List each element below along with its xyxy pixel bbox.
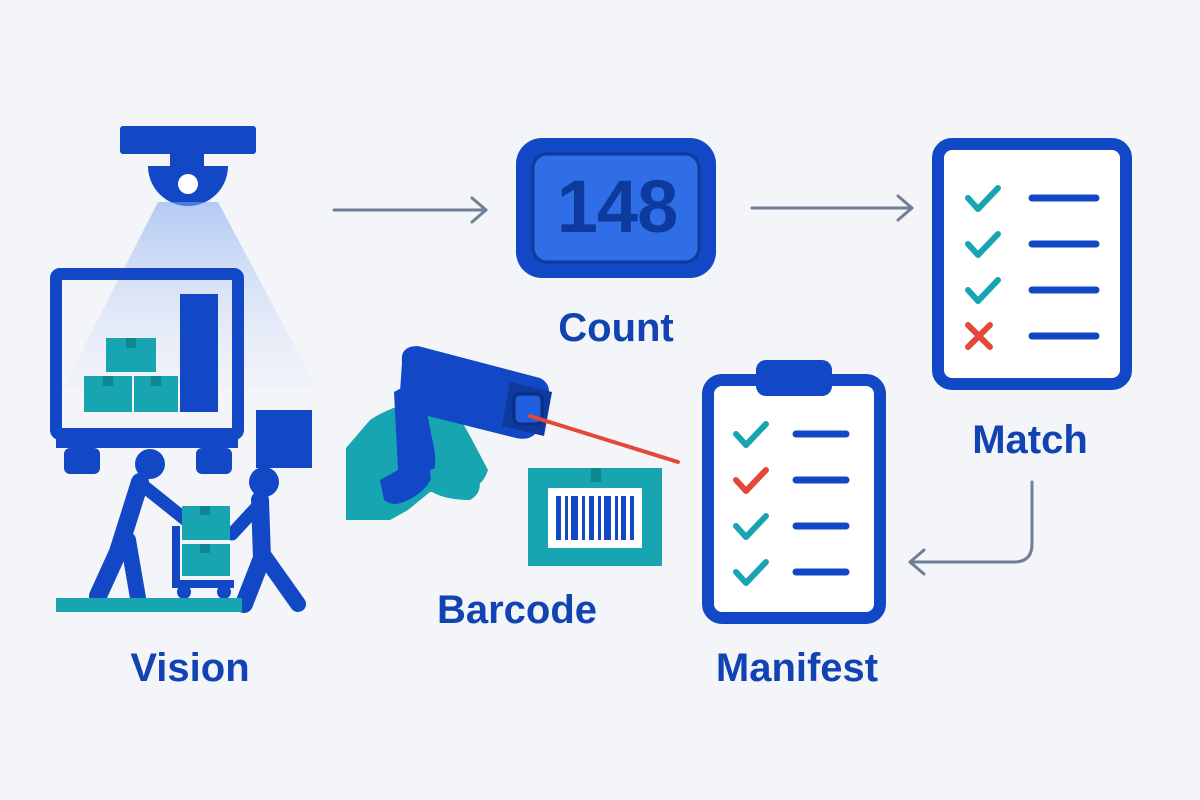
boxes-icon <box>84 338 178 412</box>
label-count: Count <box>558 306 674 350</box>
arrow-match-to-manifest <box>908 480 1034 576</box>
manifest-check-icon <box>733 467 769 494</box>
truck-icon <box>50 268 312 474</box>
flow-arrows <box>332 194 1034 576</box>
label-vision: Vision <box>130 646 250 690</box>
counter-display-icon <box>516 138 716 278</box>
floor-line <box>56 598 242 612</box>
count-value: 148 <box>556 165 678 248</box>
label-match: Match <box>972 418 1088 462</box>
barcode-label-icon <box>528 468 662 566</box>
barcode-scanner-icon <box>346 346 680 520</box>
match-check-icon <box>965 277 1001 304</box>
manifest-check-icon <box>733 513 769 540</box>
manifest-check-icon <box>733 421 769 448</box>
workers-icon <box>89 449 306 613</box>
checklist-document-icon <box>932 138 1132 390</box>
match-check-icon <box>965 185 1001 212</box>
arrow-vision-to-count <box>332 196 488 224</box>
label-manifest: Manifest <box>715 646 879 690</box>
hand-cart-icon <box>172 506 234 599</box>
clipboard-checklist-icon <box>702 360 886 624</box>
manifest-check-icon <box>733 559 769 586</box>
scanner-laser <box>528 414 680 464</box>
match-cross-icon <box>965 322 993 350</box>
arrow-count-to-match <box>750 194 914 222</box>
ceiling-camera-icon <box>120 126 256 206</box>
vision-illustration <box>50 126 318 613</box>
label-barcode: Barcode <box>436 588 598 632</box>
match-check-icon <box>965 231 1001 258</box>
